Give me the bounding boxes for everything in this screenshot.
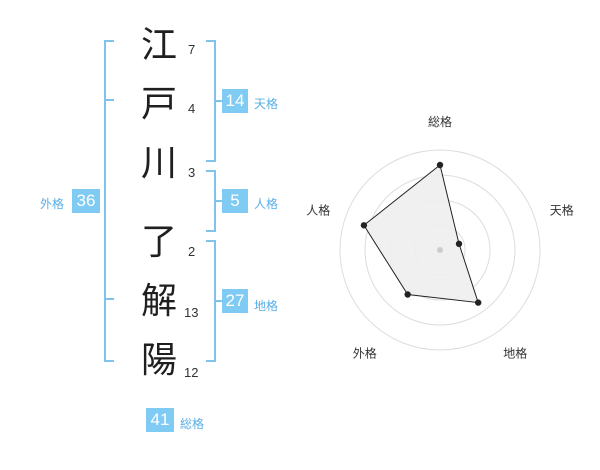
stroke-count-5: 13 — [184, 305, 199, 320]
chikaku-connector — [214, 300, 222, 302]
radar-axis-label-4: 外格 — [353, 346, 377, 361]
soukaku-value: 41 — [146, 408, 174, 432]
radar-axis-label-5: 人格 — [306, 202, 330, 217]
soukaku-label: 総格 — [180, 417, 205, 431]
radar-axis-label-2: 天格 — [550, 202, 574, 217]
character-3: 川 — [140, 143, 177, 184]
character-5: 解 — [140, 281, 177, 322]
stroke-count-6: 12 — [184, 365, 199, 380]
radar-point-1 — [436, 161, 444, 169]
stroke-count-1: 7 — [188, 42, 196, 57]
radar-center-dot — [437, 247, 443, 253]
character-4: 了 — [140, 222, 177, 263]
gaikaku-tick-1 — [106, 99, 114, 101]
jinkaku-value: 5 — [222, 189, 248, 213]
tenkaku-value: 14 — [222, 89, 248, 113]
tenkaku-connector — [214, 100, 222, 102]
radar-axis-label-3: 地格 — [503, 346, 527, 361]
radar-axis-label-1: 総格 — [428, 114, 452, 129]
character-6: 陽 — [140, 340, 177, 381]
radar-ring-4 — [339, 149, 541, 351]
radar-point-5 — [360, 222, 368, 229]
gaikaku-value: 36 — [72, 189, 100, 213]
stroke-count-2: 4 — [188, 101, 196, 116]
gaikaku-bracket — [104, 40, 114, 362]
radar-polygon — [363, 164, 479, 304]
radar-point-2 — [455, 240, 463, 248]
chikaku-label: 地格 — [254, 299, 279, 313]
stroke-count-3: 3 — [188, 165, 196, 180]
radar-point-3 — [475, 299, 482, 306]
gaikaku-tick-2 — [106, 298, 114, 300]
jinkaku-label: 人格 — [254, 197, 279, 211]
jinkaku-connector — [214, 200, 222, 202]
stroke-count-4: 2 — [188, 244, 196, 259]
chikaku-value: 27 — [222, 289, 248, 313]
character-2: 戸 — [140, 84, 177, 125]
tenkaku-label: 天格 — [254, 97, 279, 111]
gaikaku-label: 外格 — [40, 197, 65, 211]
character-1: 江 — [140, 25, 177, 66]
radar-point-4 — [404, 291, 411, 298]
